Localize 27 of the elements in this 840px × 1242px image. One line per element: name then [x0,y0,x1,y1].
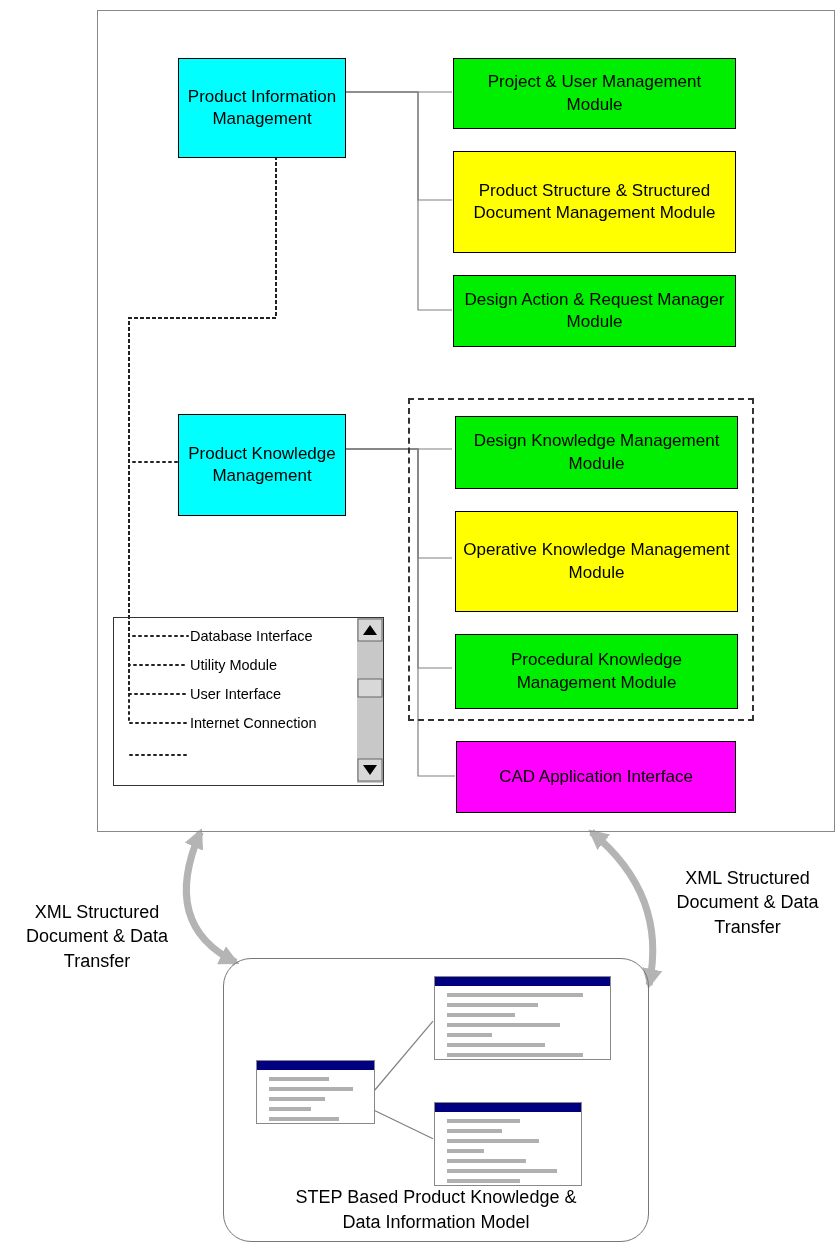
document-window [434,1102,582,1186]
module-box: Procedural Knowledge Management Module [455,634,738,709]
double-arrow [588,829,662,989]
module-box: Operative Knowledge Management Module [455,511,738,612]
document-window [256,1060,375,1124]
model-panel [223,958,649,1242]
list-item: Database Interface [190,628,350,648]
module-box: Design Action & Request Manager Module [453,275,736,347]
connector-line [373,1109,434,1140]
module-group-frame [408,398,754,721]
list-item: User Interface [190,686,350,706]
module-box: Project & User Management Module [453,58,736,129]
module-box: Product Structure & Structured Document Management Module [453,151,736,253]
connector-line [373,1020,434,1092]
interface-box: CAD Application Interface [456,741,736,813]
list-item: Internet Connection [190,715,350,735]
management-box: Product Knowledge Management [178,414,346,516]
list-item: Utility Module [190,657,350,677]
system-panel [97,10,835,832]
module-box: Design Knowledge Management Module [455,416,738,489]
model-title: STEP Based Product Knowledge & Data Information Model [294,1185,578,1234]
connector-line [344,448,456,777]
document-window [434,976,611,1060]
double-arrow [182,828,240,966]
management-box: Product Information Management [178,58,346,158]
list-panel [113,617,384,786]
connector-line [344,91,453,311]
